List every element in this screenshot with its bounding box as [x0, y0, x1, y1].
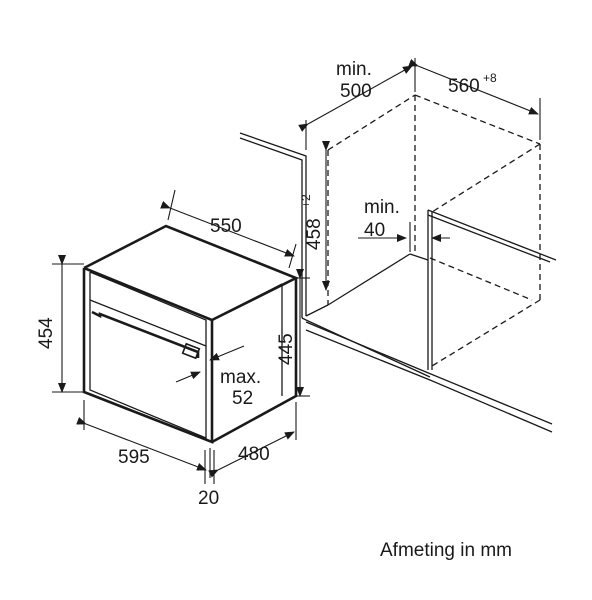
dim-458-sup: +2	[299, 194, 313, 208]
dim-max52-label-a: max.	[220, 367, 261, 388]
dim-min500-label-a: min.	[336, 59, 372, 80]
oven-appliance	[82, 224, 300, 444]
dim-min40-label-b: 40	[364, 220, 385, 241]
dim-445	[296, 269, 310, 397]
dim-454	[52, 255, 84, 393]
dim-560-sup: +8	[483, 71, 497, 85]
dim-max52	[175, 345, 245, 383]
dim-min40	[358, 222, 450, 252]
dim-445-label: 445	[276, 333, 297, 365]
dim-20-label: 20	[198, 488, 219, 509]
dim-min40-label-a: min.	[364, 197, 400, 218]
niche-dashed-outline	[327, 94, 541, 367]
dim-560	[408, 58, 541, 140]
dim-595-label: 595	[118, 447, 150, 468]
dim-560-label: 560	[448, 76, 480, 97]
dim-550	[160, 189, 297, 269]
dim-480	[208, 402, 297, 478]
units-caption: Afmeting in mm	[380, 540, 512, 561]
dim-max52-label-b: 52	[232, 388, 253, 409]
dim-550-label: 550	[210, 216, 242, 237]
dim-min500-label-b: 500	[340, 81, 372, 102]
dim-458-label: 458	[304, 218, 325, 250]
dim-480-label: 480	[238, 444, 270, 465]
dim-20	[204, 450, 215, 484]
dim-454-label: 454	[36, 317, 57, 349]
